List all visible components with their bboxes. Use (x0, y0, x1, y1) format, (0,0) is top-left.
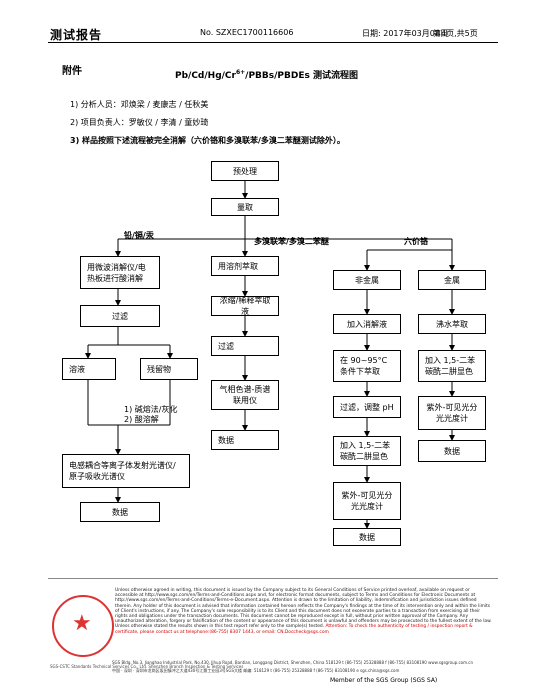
residue-treatment-note: 1) 碱熔法/灰化 2) 酸溶解 (124, 405, 178, 424)
seal-star-icon: ★ (72, 611, 92, 636)
address-chinese: 中国 · 深圳 · 深圳市龙岗区坂田镇冲之大道430号江灏工业园3号SGS大楼 … (112, 668, 400, 673)
acid-digestion-box: 用微波消解仪/电热板进行酸消解 (80, 256, 160, 289)
filter-adjust-ph-box: 过滤，调整 pH (333, 396, 401, 418)
project-leads-line: 2) 项目负责人：罗敏仪 / 李清 / 童妙琦 (70, 118, 209, 127)
footer-divider (48, 578, 498, 579)
sgs-company-line: SGS-CSTC Standards Technical Services Co… (50, 664, 244, 669)
pretreatment-box: 预处理 (211, 161, 279, 181)
filter-box-metals: 过滤 (80, 305, 160, 327)
report-title: 测试报告 (50, 28, 103, 42)
icp-aas-box: 电感耦合等离子体发射光谱仪/原子吸收光谱仪 (62, 454, 190, 488)
branch-label-cr6: 六价铬 (404, 237, 428, 246)
weighing-box: 量取 (211, 198, 279, 216)
uv-vis-box-nonmetal: 紫外-可见光分光光度计 (333, 482, 401, 520)
header-divider (48, 42, 498, 43)
sgs-member-line: Member of the SGS Group (SGS SA) (330, 677, 438, 684)
analysts-line: 1) 分析人员：邓焕梁 / 麦康志 / 任秋美 (70, 100, 209, 109)
filter-box-pbb: 过滤 (211, 336, 279, 356)
legal-disclaimer: Unless otherwise agreed in writing, this… (115, 588, 492, 635)
flowchart-connectors (85, 181, 455, 529)
address-english: SGS Bldg. No.3, Jianghao Industrial Park… (112, 660, 473, 665)
solution-box: 溶液 (62, 358, 116, 380)
add-dpc-box-metal: 加入 1,5-二苯碳酰二肼显色 (418, 350, 486, 382)
report-date: 日期: 2017年03月08日 (362, 29, 448, 38)
metal-box: 金属 (418, 270, 486, 290)
gcms-box: 气相色谱-质谱联用仪 (211, 380, 279, 410)
authenticity-warning: Attention: To check the authenticity of … (115, 624, 473, 635)
flowchart-title: Pb/Cd/Hg/Cr6+/PBBs/PBDEs 测试流程图 (175, 69, 358, 81)
appendix-label: 附件 (62, 66, 82, 77)
report-number: No. SZXEC1700116606 (200, 28, 294, 37)
add-dpc-box-nonmetal: 加入 1,5-二苯碳酰二肼显色 (333, 436, 401, 466)
branch-label-pbb: 多溴联苯/多溴二苯醚 (254, 237, 329, 246)
data-box-metals: 数据 (80, 502, 160, 522)
data-box-metal: 数据 (418, 440, 486, 462)
residue-box: 残留物 (140, 358, 198, 380)
boiling-water-extraction-box: 沸水萃取 (418, 314, 486, 334)
data-box-pbb: 数据 (211, 430, 279, 450)
company-seal: ★ (52, 595, 114, 657)
solvent-extraction-box: 用溶剂萃取 (211, 256, 279, 276)
extract-90-95c-box: 在 90~95°C条件下萃取 (333, 350, 401, 382)
digestion-note-line: 3) 样品按照下述流程被完全消解（六价铬和多溴联苯/多溴二苯醚测试除外）。 (70, 136, 345, 145)
concentrate-dilute-box: 浓缩/稀释萃取液 (211, 296, 279, 316)
data-box-nonmetal: 数据 (333, 528, 401, 546)
branch-label-metals: 铅/镉/汞 (124, 231, 154, 240)
nonmetal-box: 非金属 (333, 270, 401, 290)
page-number: 第4页,共5页 (433, 29, 478, 38)
add-digestion-solution-box: 加入消解液 (333, 314, 401, 334)
uv-vis-box-metal: 紫外-可见光分光光度计 (418, 396, 486, 430)
